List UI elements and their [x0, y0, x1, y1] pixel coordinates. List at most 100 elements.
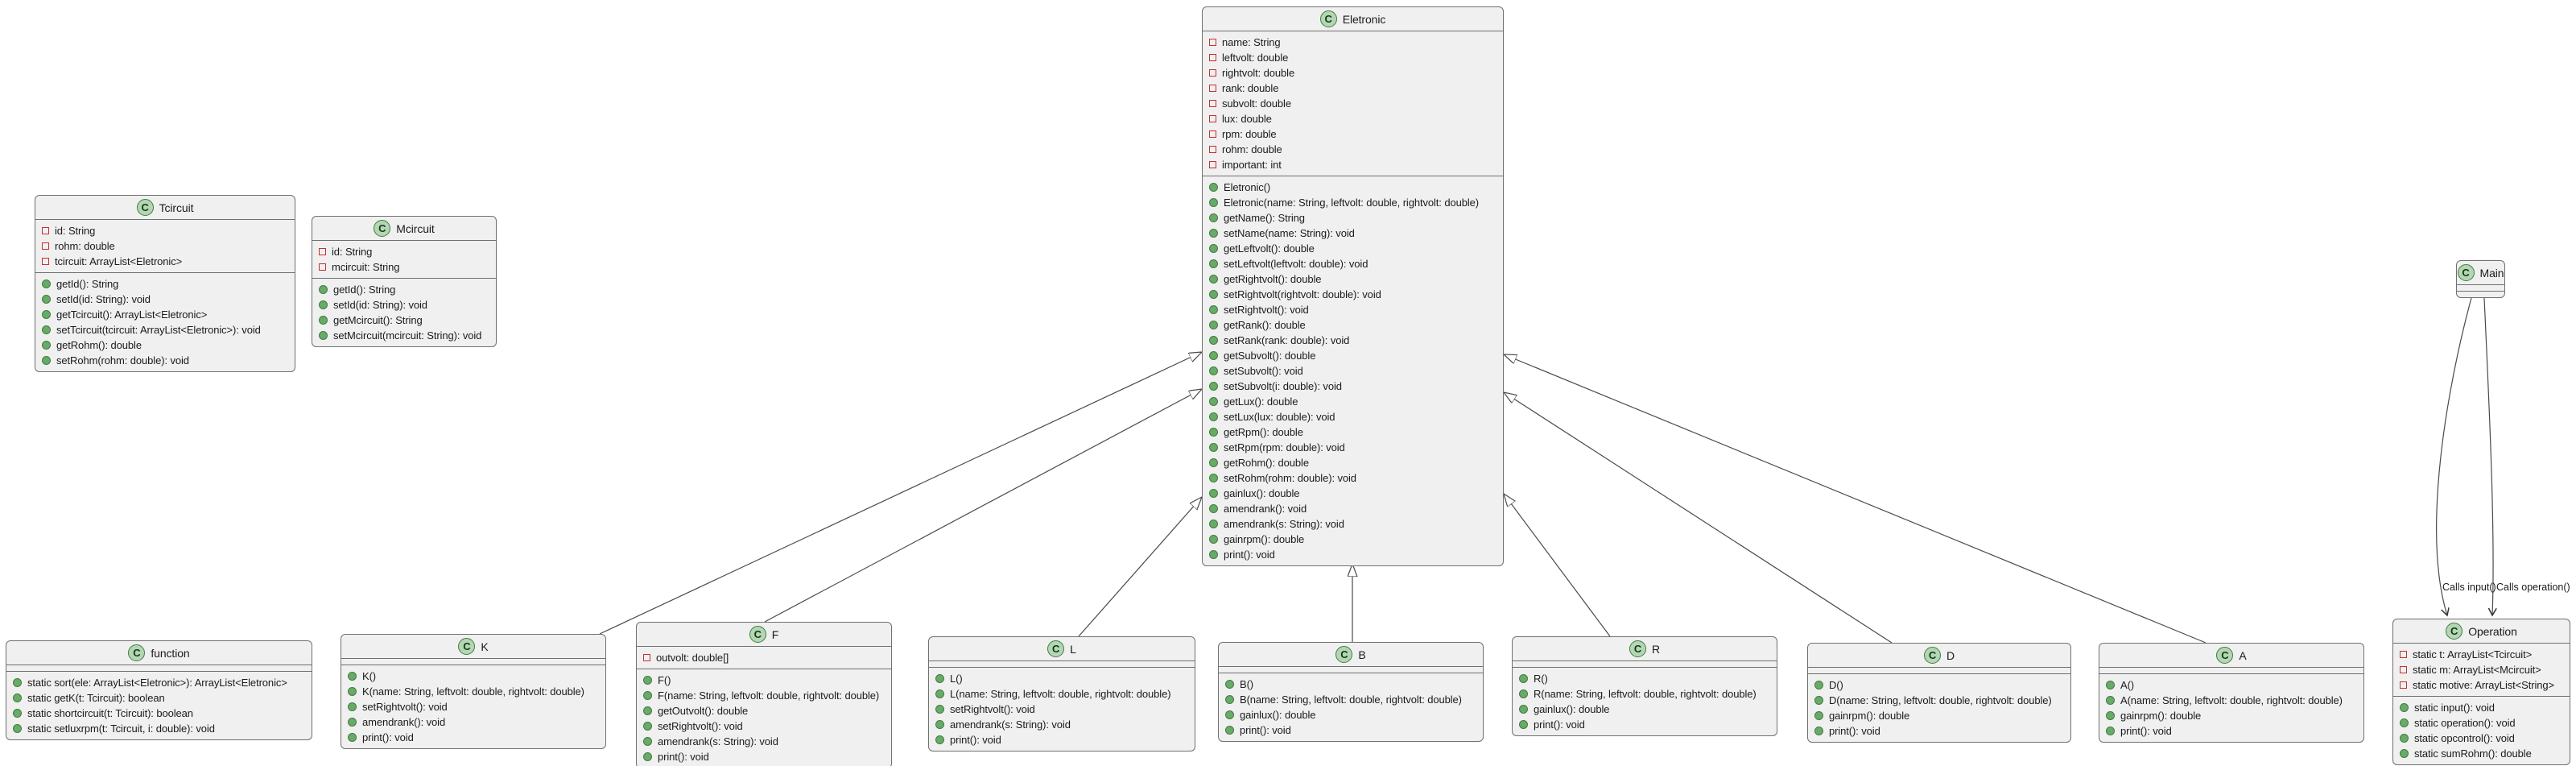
field-row: id: String: [35, 223, 295, 238]
private-field-icon: [1209, 130, 1216, 138]
class-fields-compartment: [1808, 667, 2070, 673]
method-row: setTcircuit(tcircuit: ArrayList<Eletroni…: [35, 322, 295, 337]
method-row-label: setLeftvolt(leftvolt: double): void: [1224, 258, 1368, 270]
method-row: getRightvolt(): double: [1203, 271, 1503, 287]
public-method-icon: [1519, 720, 1528, 729]
method-row: Eletronic(name: String, leftvolt: double…: [1203, 195, 1503, 210]
public-method-icon: [2106, 711, 2115, 720]
method-row: static setluxrpm(t: Tcircuit, i: double)…: [6, 721, 312, 736]
method-row-label: print(): void: [2120, 725, 2172, 737]
method-row-label: B(): [1240, 678, 1254, 690]
method-row-label: A(name: String, leftvolt: double, rightv…: [2120, 694, 2343, 706]
method-row-label: setMcircuit(mcircuit: String): void: [333, 329, 482, 342]
field-row-label: static motive: ArrayList<String>: [2413, 679, 2554, 691]
private-field-icon: [1209, 100, 1216, 107]
method-row-label: setRohm(rohm: double): void: [1224, 472, 1356, 484]
private-field-icon: [2400, 651, 2407, 658]
class-icon: C: [128, 644, 146, 661]
public-method-icon: [348, 733, 357, 742]
method-row: amendrank(s: String): void: [637, 734, 891, 749]
field-row: rpm: double: [1203, 126, 1503, 142]
public-method-icon: [42, 279, 51, 288]
method-row-label: B(name: String, leftvolt: double, rightv…: [1240, 694, 1462, 706]
method-row: getRohm(): double: [35, 337, 295, 353]
class-icon: C: [749, 626, 766, 643]
method-row-label: getRohm(): double: [56, 339, 142, 351]
method-row-label: amendrank(): void: [362, 716, 446, 728]
public-method-icon: [2400, 749, 2409, 758]
private-field-icon: [643, 654, 650, 661]
field-row: static motive: ArrayList<String>: [2393, 677, 2570, 693]
public-method-icon: [1209, 458, 1218, 467]
method-row-label: getLux(): double: [1224, 395, 1298, 408]
class-icon: C: [2216, 647, 2234, 664]
method-row: setSubvolt(): void: [1203, 363, 1503, 379]
method-row: static getK(t: Tcircuit): boolean: [6, 690, 312, 706]
class-fields-compartment: [1513, 660, 1777, 667]
private-field-icon: [1209, 85, 1216, 92]
method-row-label: setSubvolt(): void: [1224, 365, 1303, 377]
method-row: static sort(ele: ArrayList<Eletronic>): …: [6, 675, 312, 690]
method-row-label: getTcircuit(): ArrayList<Eletronic>: [56, 308, 208, 321]
private-field-icon: [42, 227, 49, 234]
public-method-icon: [1814, 696, 1823, 705]
field-row-label: outvolt: double[]: [656, 652, 729, 664]
public-method-icon: [1519, 705, 1528, 714]
class-fields-compartment: [1219, 666, 1483, 673]
class-methods-compartment: R()R(name: String, leftvolt: double, rig…: [1513, 667, 1777, 735]
class-title: Operation: [2468, 624, 2517, 638]
method-row-label: R(): [1534, 673, 1548, 685]
method-row-label: getSubvolt(): double: [1224, 350, 1316, 362]
method-row: static shortcircuit(t: Tcircuit): boolea…: [6, 706, 312, 721]
public-method-icon: [643, 722, 652, 731]
public-method-icon: [42, 356, 51, 365]
public-method-icon: [1225, 695, 1234, 704]
field-row-label: important: int: [1222, 159, 1282, 171]
method-row: L(name: String, leftvolt: double, rightv…: [929, 686, 1195, 702]
method-row: print(): void: [341, 730, 605, 745]
method-row-label: print(): void: [1224, 549, 1275, 561]
field-row: lux: double: [1203, 111, 1503, 126]
method-row-label: static operation(): void: [2414, 717, 2516, 729]
private-field-icon: [1209, 54, 1216, 61]
method-row-label: setRohm(rohm: double): void: [56, 354, 189, 366]
method-row: F(name: String, leftvolt: double, rightv…: [637, 688, 891, 703]
method-row: L(): [929, 671, 1195, 686]
method-row: F(): [637, 673, 891, 688]
method-row-label: static setluxrpm(t: Tcircuit, i: double)…: [27, 723, 215, 735]
class-methods-compartment: A()A(name: String, leftvolt: double, rig…: [2099, 673, 2363, 742]
method-row: getRpm(): double: [1203, 424, 1503, 440]
public-method-icon: [42, 341, 51, 350]
private-field-icon: [2400, 666, 2407, 673]
method-row: K(): [341, 669, 605, 684]
method-row: gainrpm(): double: [1808, 708, 2070, 723]
public-method-icon: [1209, 305, 1218, 314]
field-row: leftvolt: double: [1203, 50, 1503, 65]
edge-a-extends-eletronic: [1504, 354, 2207, 644]
class-icon: C: [1047, 640, 1065, 657]
field-row-label: rpm: double: [1222, 128, 1277, 140]
method-row-label: getRank(): double: [1224, 319, 1306, 331]
private-field-icon: [1209, 69, 1216, 77]
field-row-label: rank: double: [1222, 82, 1279, 94]
class-methods-compartment: [2457, 291, 2504, 297]
public-method-icon: [2400, 703, 2409, 712]
method-row-label: setId(id: String): void: [56, 293, 151, 305]
public-method-icon: [1209, 321, 1218, 329]
public-method-icon: [1209, 397, 1218, 406]
class-title: D: [1946, 648, 1955, 662]
public-method-icon: [1209, 504, 1218, 513]
method-row: setRightvolt(): void: [341, 699, 605, 714]
public-method-icon: [1209, 535, 1218, 544]
class-fields-compartment: outvolt: double[]: [637, 646, 891, 669]
method-row: B(name: String, leftvolt: double, rightv…: [1219, 692, 1483, 707]
method-row-label: Eletronic(): [1224, 181, 1271, 193]
public-method-icon: [1209, 351, 1218, 360]
edge-f-extends-eletronic: [764, 389, 1202, 623]
